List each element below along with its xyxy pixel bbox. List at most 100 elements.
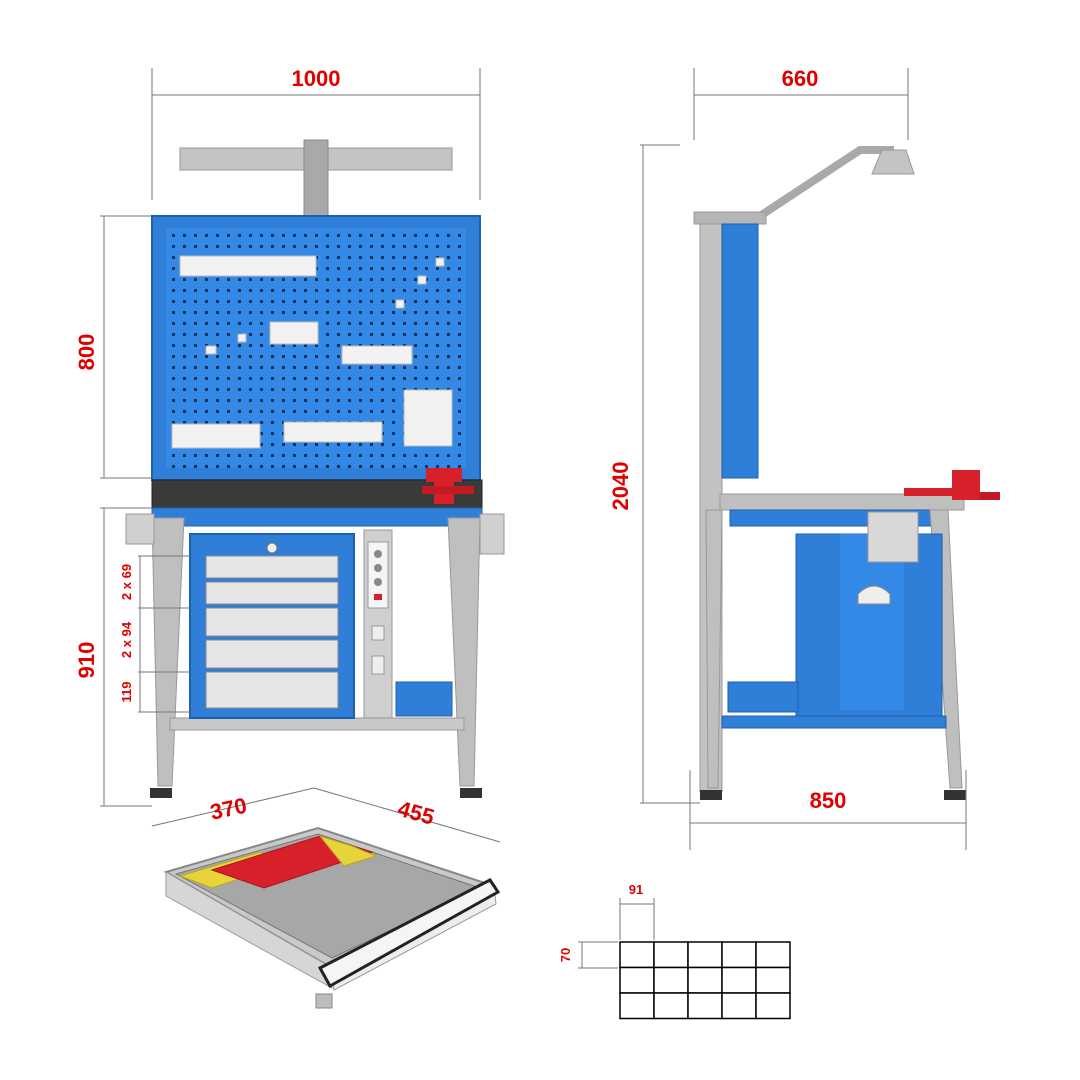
peg-hole xyxy=(293,344,296,347)
peg-hole xyxy=(249,399,252,402)
peg-hole xyxy=(326,234,329,237)
grid-cell xyxy=(721,966,757,994)
drawer-handle xyxy=(317,878,501,989)
peg-hole xyxy=(381,322,384,325)
peg-hole xyxy=(304,311,307,314)
peg-hole xyxy=(337,344,340,347)
peg-hole xyxy=(381,443,384,446)
peg-hole xyxy=(282,399,285,402)
peg-hole xyxy=(216,377,219,380)
peg-hole xyxy=(249,344,252,347)
peg-hole xyxy=(183,300,186,303)
peg-hole xyxy=(458,267,461,270)
peg-hole xyxy=(414,322,417,325)
peg-hole xyxy=(304,443,307,446)
peg-hole xyxy=(458,311,461,314)
peg-hole xyxy=(293,289,296,292)
hook xyxy=(417,275,427,285)
peg-hole xyxy=(293,366,296,369)
peg-hole xyxy=(293,454,296,457)
peg-hole xyxy=(326,366,329,369)
tool-holder xyxy=(341,345,413,365)
peg-hole xyxy=(227,245,230,248)
peg-hole xyxy=(216,421,219,424)
lower-shelf xyxy=(169,717,465,731)
peg-hole xyxy=(238,300,241,303)
peg-hole xyxy=(183,322,186,325)
peg-hole xyxy=(249,410,252,413)
peg-hole xyxy=(359,454,362,457)
peg-hole xyxy=(458,234,461,237)
peg-hole xyxy=(205,399,208,402)
grid-cell xyxy=(755,966,791,994)
peg-hole xyxy=(315,410,318,413)
peg-hole xyxy=(392,443,395,446)
peg-hole xyxy=(194,289,197,292)
peg-hole xyxy=(414,300,417,303)
peg-hole xyxy=(271,432,274,435)
cell-height-label: 70 xyxy=(558,948,573,962)
peg-hole xyxy=(337,311,340,314)
peg-hole xyxy=(194,300,197,303)
peg-hole xyxy=(403,245,406,248)
grid-cell xyxy=(619,966,655,994)
peg-hole xyxy=(425,267,428,270)
peg-hole xyxy=(370,267,373,270)
peg-hole xyxy=(337,289,340,292)
peg-hole xyxy=(282,388,285,391)
peg-hole xyxy=(315,355,318,358)
peg-hole xyxy=(172,465,175,468)
peg-hole xyxy=(271,377,274,380)
bench-height-label: 910 xyxy=(74,642,99,679)
peg-hole xyxy=(216,410,219,413)
peg-hole xyxy=(337,267,340,270)
peg-hole xyxy=(447,311,450,314)
peg-hole xyxy=(370,311,373,314)
peg-hole xyxy=(392,311,395,314)
peg-hole xyxy=(216,311,219,314)
peg-hole xyxy=(337,256,340,259)
peg-hole xyxy=(447,300,450,303)
peg-hole xyxy=(238,234,241,237)
peg-hole xyxy=(348,454,351,457)
peg-hole xyxy=(260,421,263,424)
peg-hole xyxy=(315,245,318,248)
hook xyxy=(237,333,247,343)
peg-hole xyxy=(414,256,417,259)
peg-hole xyxy=(436,344,439,347)
lamp-post xyxy=(303,139,329,217)
peg-hole xyxy=(227,289,230,292)
peg-hole xyxy=(172,289,175,292)
grid-cell xyxy=(721,941,757,969)
peg-hole xyxy=(238,388,241,391)
front-width-label: 1000 xyxy=(292,66,341,91)
peg-hole xyxy=(271,410,274,413)
peg-hole xyxy=(183,465,186,468)
peg-hole xyxy=(315,344,318,347)
peg-hole xyxy=(260,234,263,237)
peg-hole xyxy=(436,267,439,270)
peg-hole xyxy=(337,410,340,413)
peg-hole xyxy=(348,311,351,314)
peg-hole xyxy=(370,322,373,325)
peg-hole xyxy=(370,289,373,292)
peg-hole xyxy=(348,333,351,336)
peg-hole xyxy=(205,421,208,424)
peg-hole xyxy=(260,278,263,281)
peg-hole xyxy=(172,388,175,391)
peg-hole xyxy=(326,322,329,325)
peg-hole xyxy=(326,388,329,391)
peg-hole xyxy=(425,333,428,336)
peg-hole xyxy=(359,465,362,468)
peg-hole xyxy=(172,366,175,369)
peg-hole xyxy=(447,234,450,237)
side-hook xyxy=(125,513,155,545)
peg-hole xyxy=(414,344,417,347)
holder xyxy=(371,625,385,641)
peg-hole xyxy=(381,333,384,336)
peg-hole xyxy=(260,465,263,468)
peg-hole xyxy=(425,234,428,237)
holder xyxy=(371,655,385,675)
peg-hole xyxy=(260,333,263,336)
peg-hole xyxy=(392,410,395,413)
